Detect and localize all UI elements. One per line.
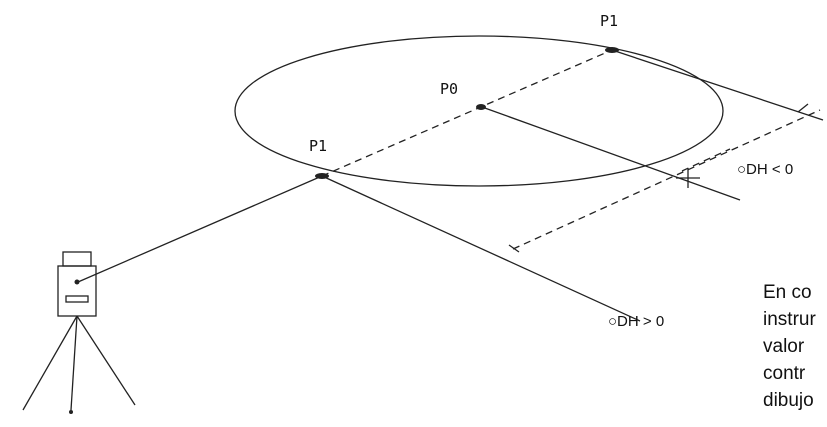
center-ray [481, 106, 741, 201]
label-dh-negative: ○DH < 0 [737, 161, 793, 178]
offset-dashed-line [512, 109, 821, 250]
crosshair-mark [508, 244, 520, 253]
instrument-icon [22, 251, 136, 414]
caption-line: En co [763, 282, 812, 303]
left-p1-ray [321, 175, 641, 322]
point-p1-top [605, 47, 619, 53]
caption-line: dibujo [763, 390, 814, 411]
caption-line: valor [763, 336, 805, 357]
sight-line [77, 175, 323, 283]
top-p1-ray [611, 49, 824, 121]
caption-line: contr [763, 363, 806, 384]
caption-text: En co instrur valor contr dibujo [763, 282, 816, 411]
diameter-dashed-line [321, 49, 613, 177]
point-p0 [476, 104, 486, 110]
label-p0: P0 [440, 80, 458, 98]
label-p1-top: P1 [600, 12, 618, 30]
target-circle [234, 35, 724, 187]
label-dh-positive: ○DH > 0 [608, 313, 664, 330]
label-p1-left: P1 [309, 137, 327, 155]
crosshair-mark [797, 103, 809, 113]
point-p1-left [315, 173, 329, 179]
caption-line: instrur [763, 309, 816, 330]
offset-dashed-line [681, 148, 731, 172]
